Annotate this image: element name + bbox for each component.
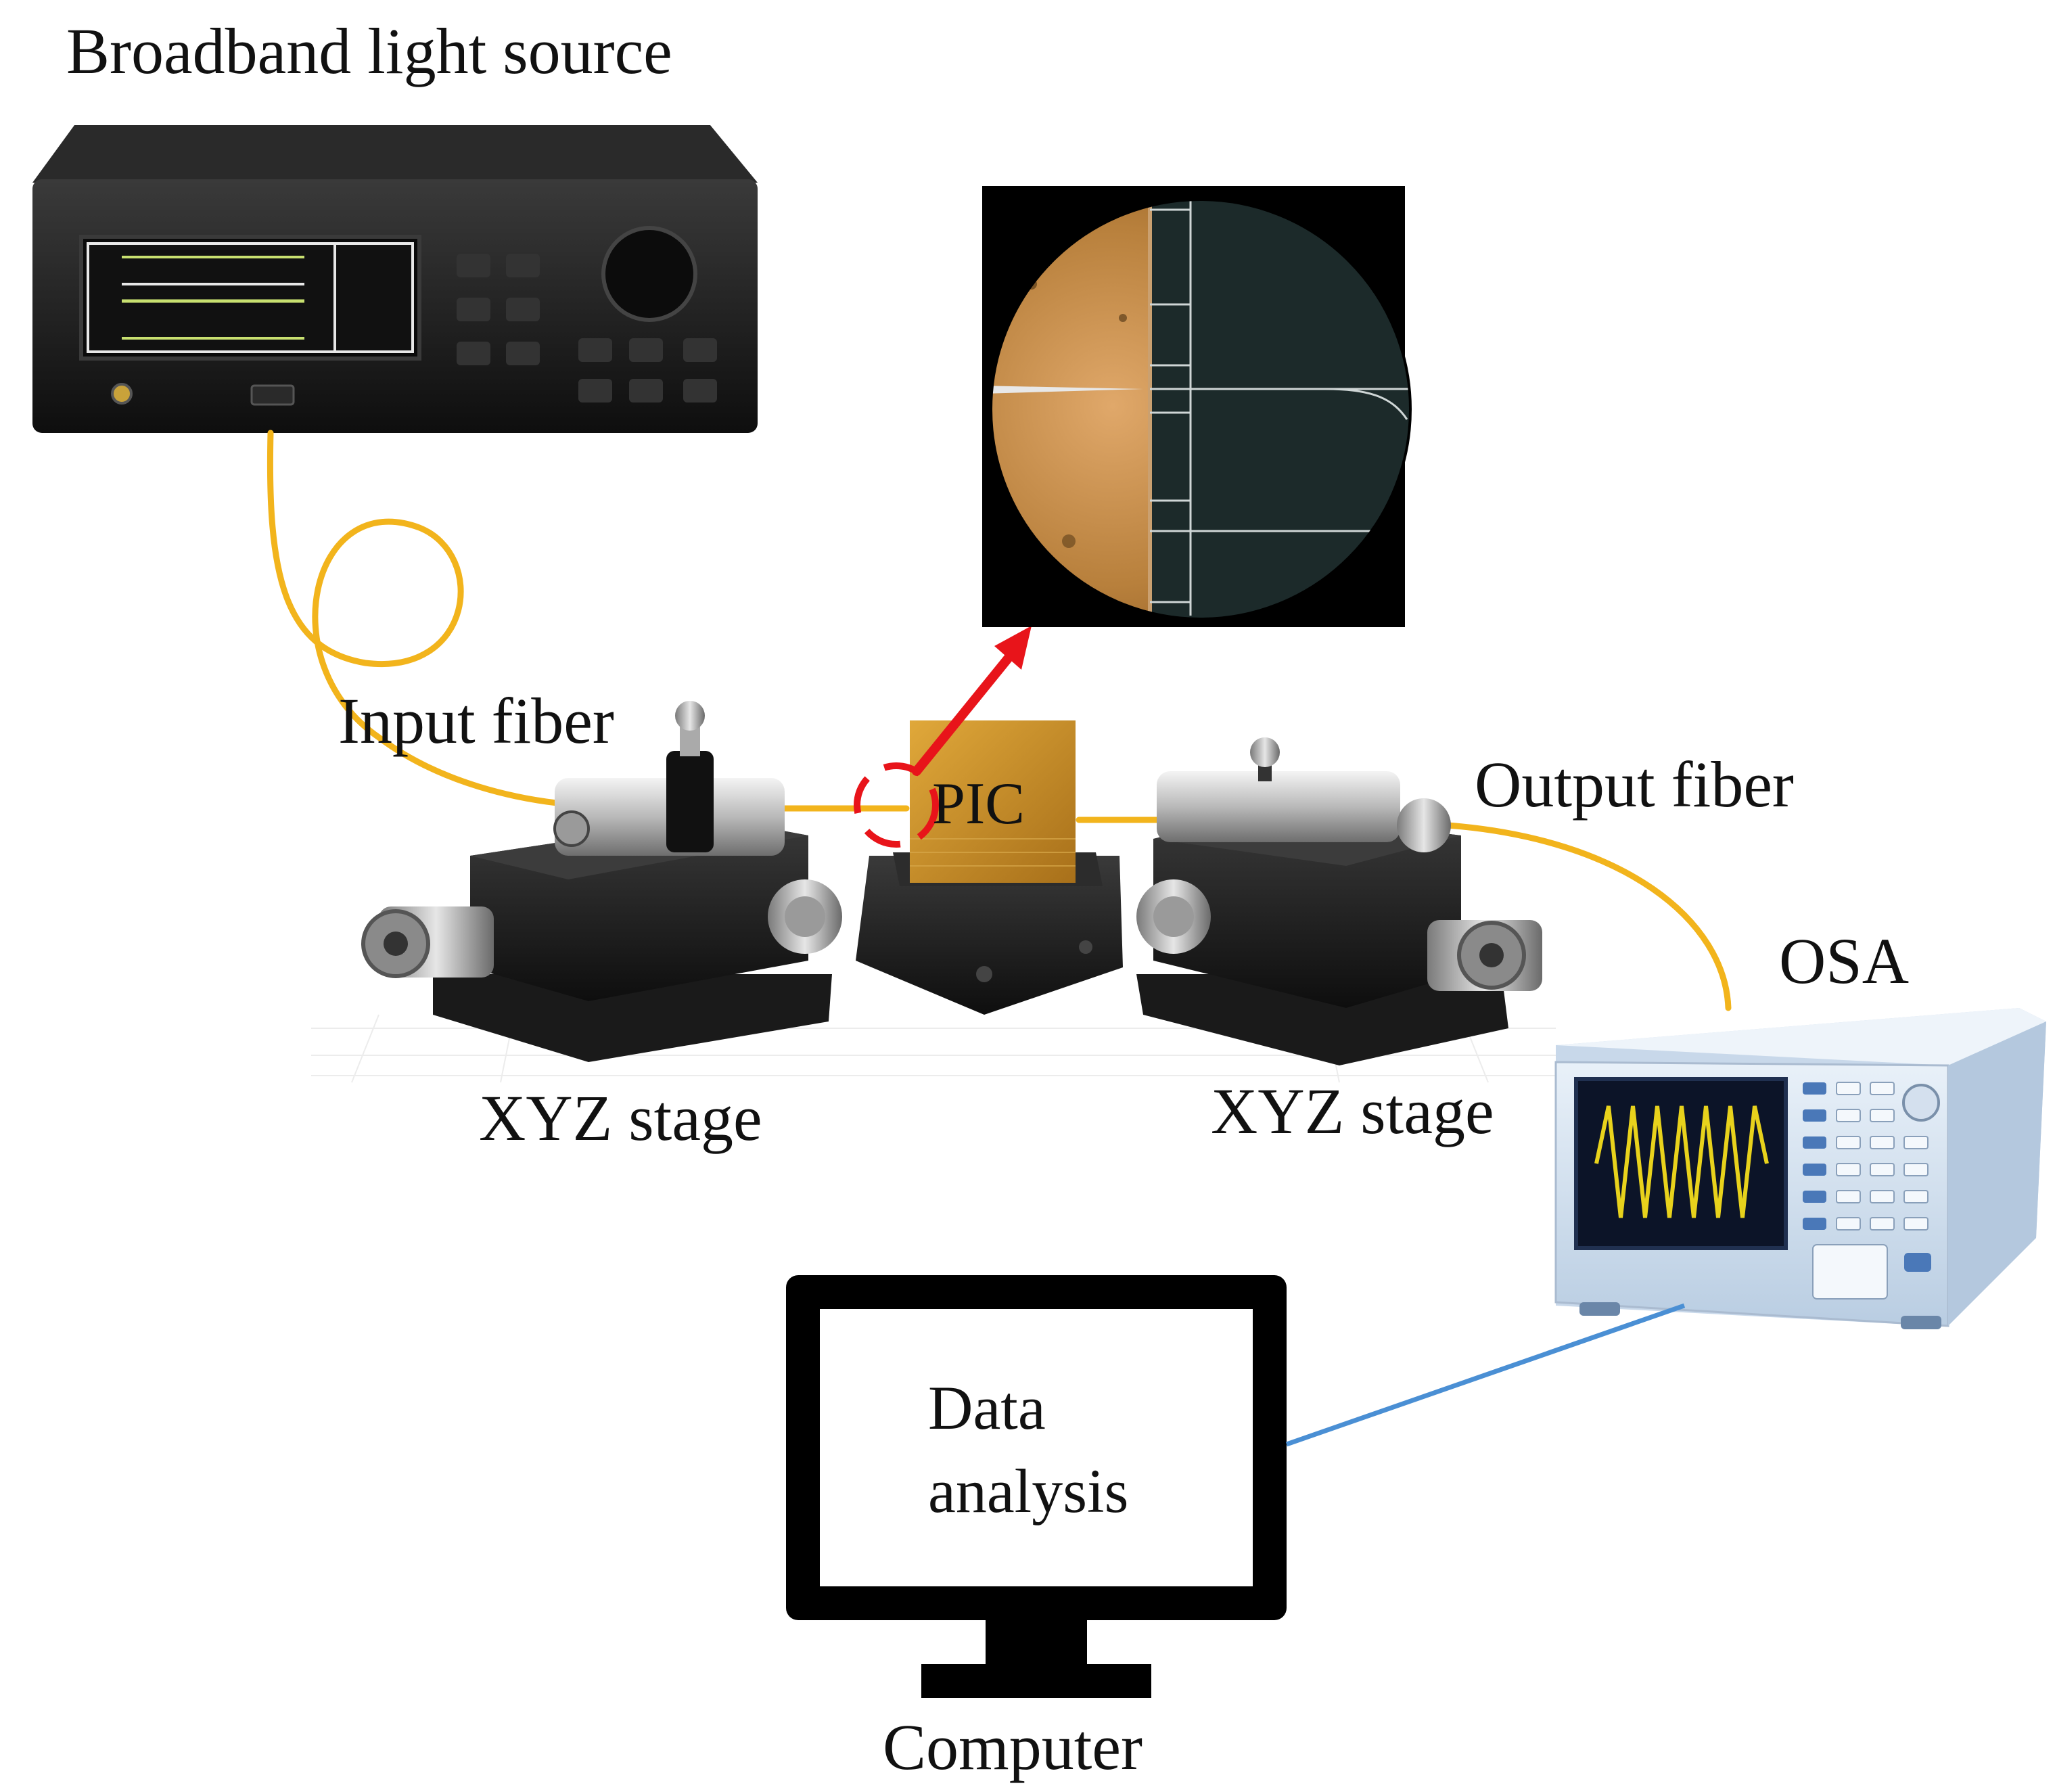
osa-instrument <box>1554 1008 2046 1329</box>
xyz-stage-right <box>1136 737 1542 1065</box>
right-stage-knob-left <box>1136 879 1211 954</box>
microscope-view <box>982 186 1412 627</box>
xyz-stage-right-label: XYZ stage <box>1211 1075 1494 1147</box>
screen-text-line2: analysis <box>928 1456 1129 1525</box>
right-fiber-holder <box>1157 737 1451 852</box>
computer <box>786 1275 1287 1698</box>
left-fiber-holder <box>553 701 785 856</box>
broadband-light-source <box>32 125 758 433</box>
computer-label: Computer <box>883 1711 1142 1783</box>
output-fiber <box>1076 817 1732 1011</box>
focus-circle <box>854 762 939 848</box>
right-stage-knob-right <box>1427 920 1542 991</box>
pic-label: PIC <box>932 771 1025 837</box>
light-source-label: Broadband light source <box>66 15 672 87</box>
output-fiber-label: Output fiber <box>1475 748 1794 821</box>
osa-label: OSA <box>1779 925 1910 997</box>
input-fiber-label: Input fiber <box>338 685 614 757</box>
screen-text-line1: Data <box>928 1373 1046 1442</box>
zoom-arrow <box>912 626 1032 776</box>
xyz-stage-left-label: XYZ stage <box>479 1082 762 1154</box>
input-fiber <box>267 430 910 812</box>
data-cable <box>1285 1303 1686 1447</box>
left-stage-knob-left <box>361 906 494 978</box>
left-stage-knob-right <box>768 879 842 954</box>
xyz-stage-left <box>361 701 842 1062</box>
